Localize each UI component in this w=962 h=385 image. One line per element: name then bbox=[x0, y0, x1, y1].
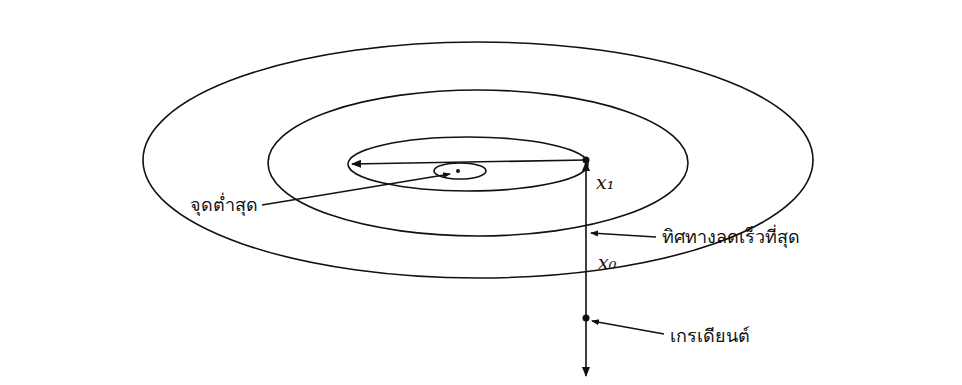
leader-line bbox=[592, 321, 664, 334]
gradient-label: เกรเดียนต์ bbox=[670, 325, 750, 347]
step-arrow bbox=[352, 160, 586, 164]
minimum-label: จุดต่ำสุด bbox=[190, 194, 258, 216]
minimum-dot bbox=[456, 169, 460, 173]
gradient-arrow bbox=[585, 318, 587, 376]
contour-outer bbox=[143, 42, 813, 278]
direction-label: ทิศทางลดเร็วที่สุด bbox=[662, 226, 800, 248]
leader-line bbox=[591, 233, 656, 237]
step-arrow bbox=[585, 162, 587, 318]
point-dot bbox=[583, 157, 590, 164]
point-dot bbox=[583, 315, 590, 322]
leader-line bbox=[262, 174, 450, 205]
contour-inner bbox=[348, 137, 588, 191]
contour-middle bbox=[268, 90, 688, 236]
point-label: x₁ bbox=[596, 171, 614, 194]
point-label: x₀ bbox=[598, 251, 616, 274]
contour-innermost bbox=[434, 163, 486, 179]
